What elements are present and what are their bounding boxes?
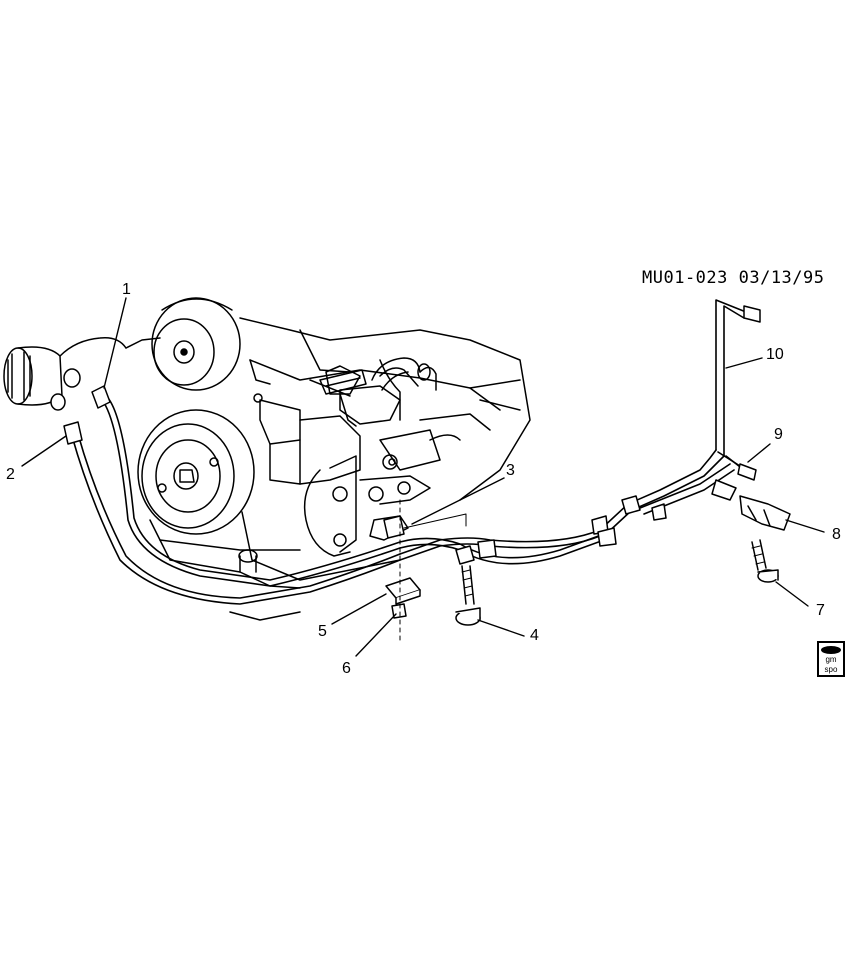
oil-filter: [4, 338, 126, 405]
callout-1: 1: [122, 281, 131, 298]
callout-5: 5: [318, 623, 327, 640]
logo-text-spo: spo: [824, 665, 838, 674]
upper-pulley: [152, 298, 240, 390]
gm-spo-logo: gm spo: [817, 641, 845, 677]
callout-9: 9: [774, 426, 783, 443]
box-guide: [404, 514, 466, 528]
drawing-code: MU01-023 03/13/95: [642, 268, 825, 288]
bolt-4: [456, 566, 480, 625]
engine-hose: [372, 358, 430, 390]
clamp-8: [712, 480, 790, 530]
sensor-connector: [320, 370, 366, 426]
fittings: [51, 306, 760, 564]
callout-8: 8: [832, 526, 841, 543]
bracket: [305, 456, 430, 556]
callout-7: 7: [816, 602, 825, 619]
engine-drawing: [4, 298, 530, 620]
callout-3: 3: [506, 462, 515, 479]
callout-4: 4: [530, 627, 539, 644]
crank-pulley: [138, 410, 254, 534]
callout-2: 2: [6, 466, 15, 483]
callout-6: 6: [342, 660, 351, 677]
logo-oval: [821, 646, 841, 654]
logo-text-gm: gm: [825, 655, 837, 664]
engine-block: [126, 318, 530, 620]
leader-lines: [22, 298, 824, 656]
callout-10: 10: [766, 346, 784, 363]
bolt-7: [752, 540, 778, 582]
clip-5: [386, 578, 420, 604]
